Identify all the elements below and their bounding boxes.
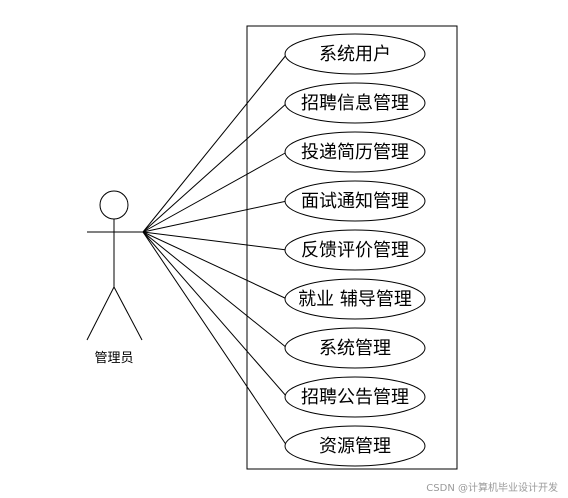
use-case: 就业 辅导管理 <box>284 278 426 320</box>
use-case-label: 系统用户 <box>319 44 391 65</box>
watermark: CSDN @计算机毕业设计开发 <box>426 483 558 494</box>
use-case-ellipse <box>284 376 426 418</box>
use-case-label: 就业 辅导管理 <box>298 289 412 310</box>
actor-head <box>99 190 129 220</box>
system-boundary <box>246 25 458 470</box>
association-line <box>142 231 288 349</box>
use-case-ellipse <box>284 327 426 369</box>
association-line <box>142 200 288 233</box>
use-case-ellipse <box>284 180 426 222</box>
use-case-ellipse <box>284 425 426 467</box>
association-line <box>142 231 288 447</box>
actor-figure: 管理员 <box>86 190 143 366</box>
actor-label: 管理员 <box>94 351 133 366</box>
use-case-label: 投递简历管理 <box>301 142 409 163</box>
use-case: 反馈评价管理 <box>284 229 426 271</box>
use-case: 投递简历管理 <box>284 131 426 173</box>
use-case-ellipse <box>284 82 426 124</box>
actor-left-leg <box>86 286 115 341</box>
use-case: 招聘公告管理 <box>284 376 426 418</box>
use-case: 资源管理 <box>284 425 426 467</box>
association-lines <box>142 53 288 447</box>
actor-right-leg <box>113 286 143 341</box>
use-case: 系统管理 <box>284 327 426 369</box>
association-line <box>142 231 288 398</box>
use-case-label: 系统管理 <box>319 338 391 359</box>
use-case-label: 面试通知管理 <box>301 191 409 212</box>
association-line <box>142 151 288 233</box>
use-case: 招聘信息管理 <box>284 82 426 124</box>
association-line <box>142 231 288 251</box>
use-case: 面试通知管理 <box>284 180 426 222</box>
use-case-ellipse <box>284 229 426 271</box>
use-case-ellipse <box>284 33 426 75</box>
association-line <box>142 231 288 300</box>
use-case-label: 招聘信息管理 <box>301 93 409 114</box>
association-line <box>142 53 288 233</box>
use-case-label: 招聘公告管理 <box>301 387 409 408</box>
association-line <box>142 102 288 233</box>
use-case-ellipse <box>284 131 426 173</box>
use-case: 系统用户 <box>284 33 426 75</box>
use-case-ellipse <box>284 278 426 320</box>
use-case-label: 反馈评价管理 <box>301 240 409 261</box>
use-case-label: 资源管理 <box>319 436 391 457</box>
